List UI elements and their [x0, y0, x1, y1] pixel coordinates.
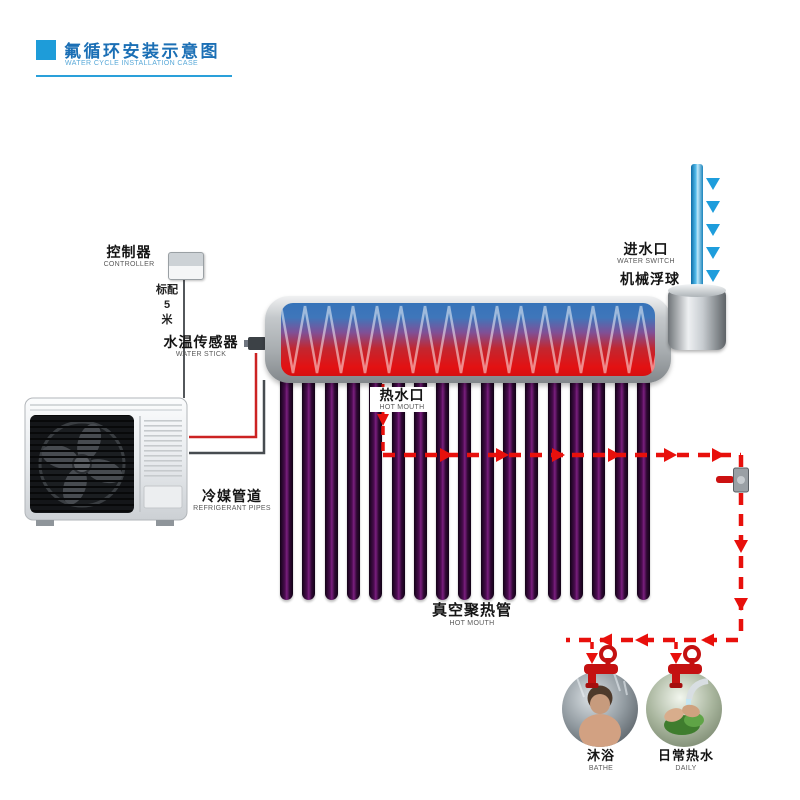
- label-hot-water-outlet: 热水口 HOT MOUTH: [370, 387, 434, 413]
- hot-water-arrows-right-icon: [440, 448, 725, 462]
- controller-icon: [168, 252, 204, 280]
- vacuum-tube: [302, 370, 316, 600]
- bathe-photo: [562, 671, 638, 747]
- vacuum-tube: [547, 370, 561, 600]
- heat-pump-unit: [22, 392, 192, 528]
- label-water-sensor: 水温传感器 WATER STICK: [163, 334, 239, 359]
- cold-water-arrows-icon: [706, 178, 720, 282]
- hot-water-flow: [377, 384, 748, 664]
- vacuum-tube: [280, 370, 293, 600]
- vacuum-tube: [458, 370, 472, 600]
- page-title: 氟循环安装示意图: [64, 42, 220, 61]
- title-bullet-icon: [36, 40, 56, 60]
- vacuum-tube: [436, 370, 450, 600]
- vacuum-tube: [614, 370, 628, 600]
- vacuum-tube: [525, 370, 539, 600]
- vacuum-tube: [636, 370, 650, 600]
- vacuum-tube: [391, 370, 405, 600]
- water-sensor-fitting: [244, 337, 266, 350]
- inlet-pipe: [691, 164, 703, 292]
- label-water-inlet: 进水口 WATER SWITCH: [617, 241, 675, 266]
- vacuum-tube: [324, 370, 338, 600]
- solar-water-tank: [265, 296, 671, 383]
- daily-hot-water-photo: [646, 671, 722, 747]
- valve-icon: [716, 467, 749, 493]
- label-daily-hot-water: 日常热水 DAILY: [657, 748, 714, 772]
- label-float-ball: 机械浮球: [620, 271, 680, 287]
- vacuum-tube: [413, 370, 427, 600]
- label-refrigerant-pipes: 冷媒管道 REFRIGERANT PIPES: [193, 488, 271, 513]
- vacuum-tube: [369, 370, 383, 600]
- label-vacuum-tubes: 真空聚热管 HOT MOUTH: [431, 602, 512, 628]
- refrigerant-pipes-lines: [189, 353, 266, 455]
- hot-water-arrows-left-icon: [599, 633, 714, 647]
- tank-zigzag-pattern: [281, 303, 655, 376]
- label-bathe: 沐浴 BATHE: [586, 748, 615, 772]
- float-ball-tank: [668, 290, 726, 350]
- vacuum-tube: [346, 370, 360, 600]
- vacuum-tube: [503, 370, 516, 600]
- vacuum-tube: [592, 370, 606, 600]
- title-underline: [36, 75, 232, 77]
- page-subtitle: WATER CYCLE INSTALLATION CASE: [65, 60, 199, 67]
- float-ball-tank-lid: [668, 284, 726, 297]
- label-controller: 控制器 CONTROLLER: [103, 244, 155, 269]
- label-standard-length: 标配 5 米: [156, 284, 178, 326]
- tank-gradient-core: [281, 303, 655, 376]
- vacuum-tube: [569, 370, 583, 600]
- vacuum-tube: [480, 370, 494, 600]
